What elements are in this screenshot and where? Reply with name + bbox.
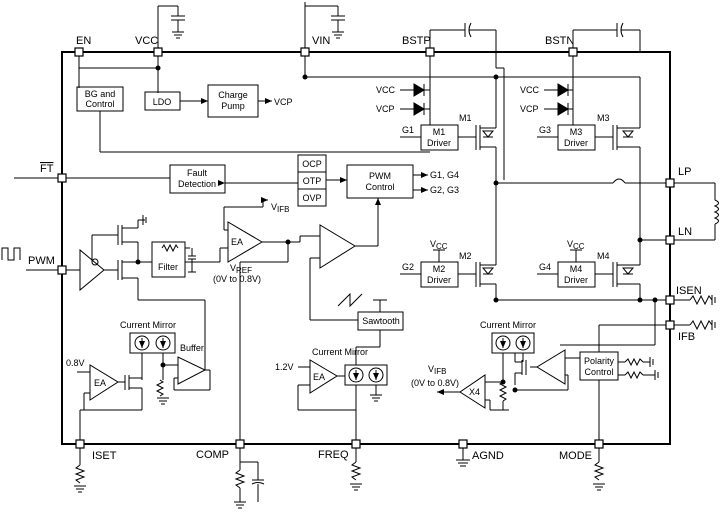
block-fault-line2: Detection <box>178 179 216 189</box>
label-bstp: BSTP <box>402 35 431 47</box>
block-m2-driver-line1: M2 <box>433 264 446 274</box>
label-lp: LP <box>678 166 691 178</box>
label-m1: M1 <box>459 113 472 123</box>
block-m1-driver-line1: M1 <box>433 127 446 137</box>
block-m4-driver-line1: M4 <box>570 264 583 274</box>
label-vifb-range: (0V to 0.8V) <box>411 378 459 388</box>
block-filter: Filter <box>158 262 178 272</box>
label-current-mirror-2: Current Mirror <box>312 347 368 357</box>
block-bg-control-line2: Control <box>85 99 114 109</box>
block-x4: X4 <box>469 387 480 397</box>
label-vcp-out: VCP <box>274 97 293 107</box>
block-ea-freq: EA <box>313 372 325 382</box>
pin-comp <box>235 439 245 449</box>
label-iset: ISET <box>92 450 117 462</box>
label-vcc-m4: VCC <box>567 239 585 251</box>
label-g2: G2 <box>402 262 414 272</box>
label-vref: VREF <box>230 263 252 275</box>
label-vifb-bottom: VIFB <box>428 364 446 376</box>
pin-lp <box>665 178 675 188</box>
block-pwm-control-line2: Control <box>365 182 394 192</box>
label-pwm: PWM <box>28 255 55 267</box>
pin-ifb <box>665 320 675 330</box>
block-m2-driver-line2: Driver <box>427 275 451 285</box>
pin-vcc <box>153 47 163 57</box>
block-buffer: Buffer <box>180 343 204 353</box>
label-vin: VIN <box>312 35 330 47</box>
pin-mode <box>594 439 604 449</box>
label-vcc-m1: VCC <box>376 85 396 95</box>
block-m3-driver-line2: Driver <box>564 138 588 148</box>
pin-freq <box>351 439 361 449</box>
block-bg-control-line1: BG and <box>85 89 116 99</box>
block-polarity-line1: Polarity <box>584 356 615 366</box>
pin-pwm <box>57 265 67 275</box>
label-g1g4: G1, G4 <box>430 170 459 180</box>
label-m2: M2 <box>459 251 472 261</box>
pin-bstn <box>568 47 578 57</box>
label-g2g3: G2, G3 <box>430 185 459 195</box>
label-1-2v: 1.2V <box>275 362 294 372</box>
label-vifb-top: VIFB <box>271 202 289 214</box>
label-m4: M4 <box>597 251 610 261</box>
label-vref-range: (0V to 0.8V) <box>213 274 261 284</box>
block-fault-line1: Fault <box>187 168 208 178</box>
label-g1: G1 <box>402 125 414 135</box>
label-ft: FT <box>40 163 54 175</box>
label-ln: LN <box>678 226 692 238</box>
block-ovp: OVP <box>302 193 321 203</box>
block-charge-pump-line2: Pump <box>221 101 245 111</box>
pin-vin <box>300 47 310 57</box>
block-m1-driver-line2: Driver <box>427 138 451 148</box>
label-freq: FREQ <box>318 449 349 461</box>
block-m4-driver-line2: Driver <box>564 275 588 285</box>
pin-isen <box>665 295 675 305</box>
chip-outline <box>61 51 671 445</box>
label-mode: MODE <box>559 450 592 462</box>
block-sawtooth: Sawtooth <box>362 316 400 326</box>
block-otp: OTP <box>303 176 322 186</box>
pin-iset <box>75 439 85 449</box>
label-agnd: AGND <box>472 450 504 462</box>
label-g3: G3 <box>539 125 551 135</box>
block-ldo: LDO <box>153 97 172 107</box>
pin-ln <box>665 235 675 245</box>
label-vcc-m2: VCC <box>430 239 448 251</box>
pin-en <box>74 47 84 57</box>
label-0-8v: 0.8V <box>66 358 85 368</box>
label-current-mirror-1: Current Mirror <box>120 320 176 330</box>
label-current-mirror-3: Current Mirror <box>480 320 536 330</box>
label-en: EN <box>76 35 91 47</box>
label-ifb: IFB <box>678 331 695 343</box>
label-comp: COMP <box>196 449 229 461</box>
block-m3-driver-line1: M3 <box>570 127 583 137</box>
label-vcp-m1: VCP <box>376 104 395 114</box>
block-ea-top: EA <box>231 237 243 247</box>
block-ocp: OCP <box>302 159 322 169</box>
label-vcp-m3: VCP <box>520 104 539 114</box>
label-vcc-m3: VCC <box>520 85 540 95</box>
label-g4: G4 <box>539 262 551 272</box>
block-polarity-line2: Control <box>584 367 613 377</box>
block-ea-iset: EA <box>94 378 106 388</box>
pin-agnd <box>458 439 468 449</box>
label-m3: M3 <box>597 113 610 123</box>
label-vcc: VCC <box>135 35 158 47</box>
pin-bstp <box>425 47 435 57</box>
label-bstn: BSTN <box>545 35 574 47</box>
block-charge-pump-line1: Charge <box>218 90 248 100</box>
pin-ft <box>57 173 67 183</box>
block-pwm-control-line1: PWM <box>369 171 391 181</box>
label-isen: ISEN <box>676 285 702 297</box>
